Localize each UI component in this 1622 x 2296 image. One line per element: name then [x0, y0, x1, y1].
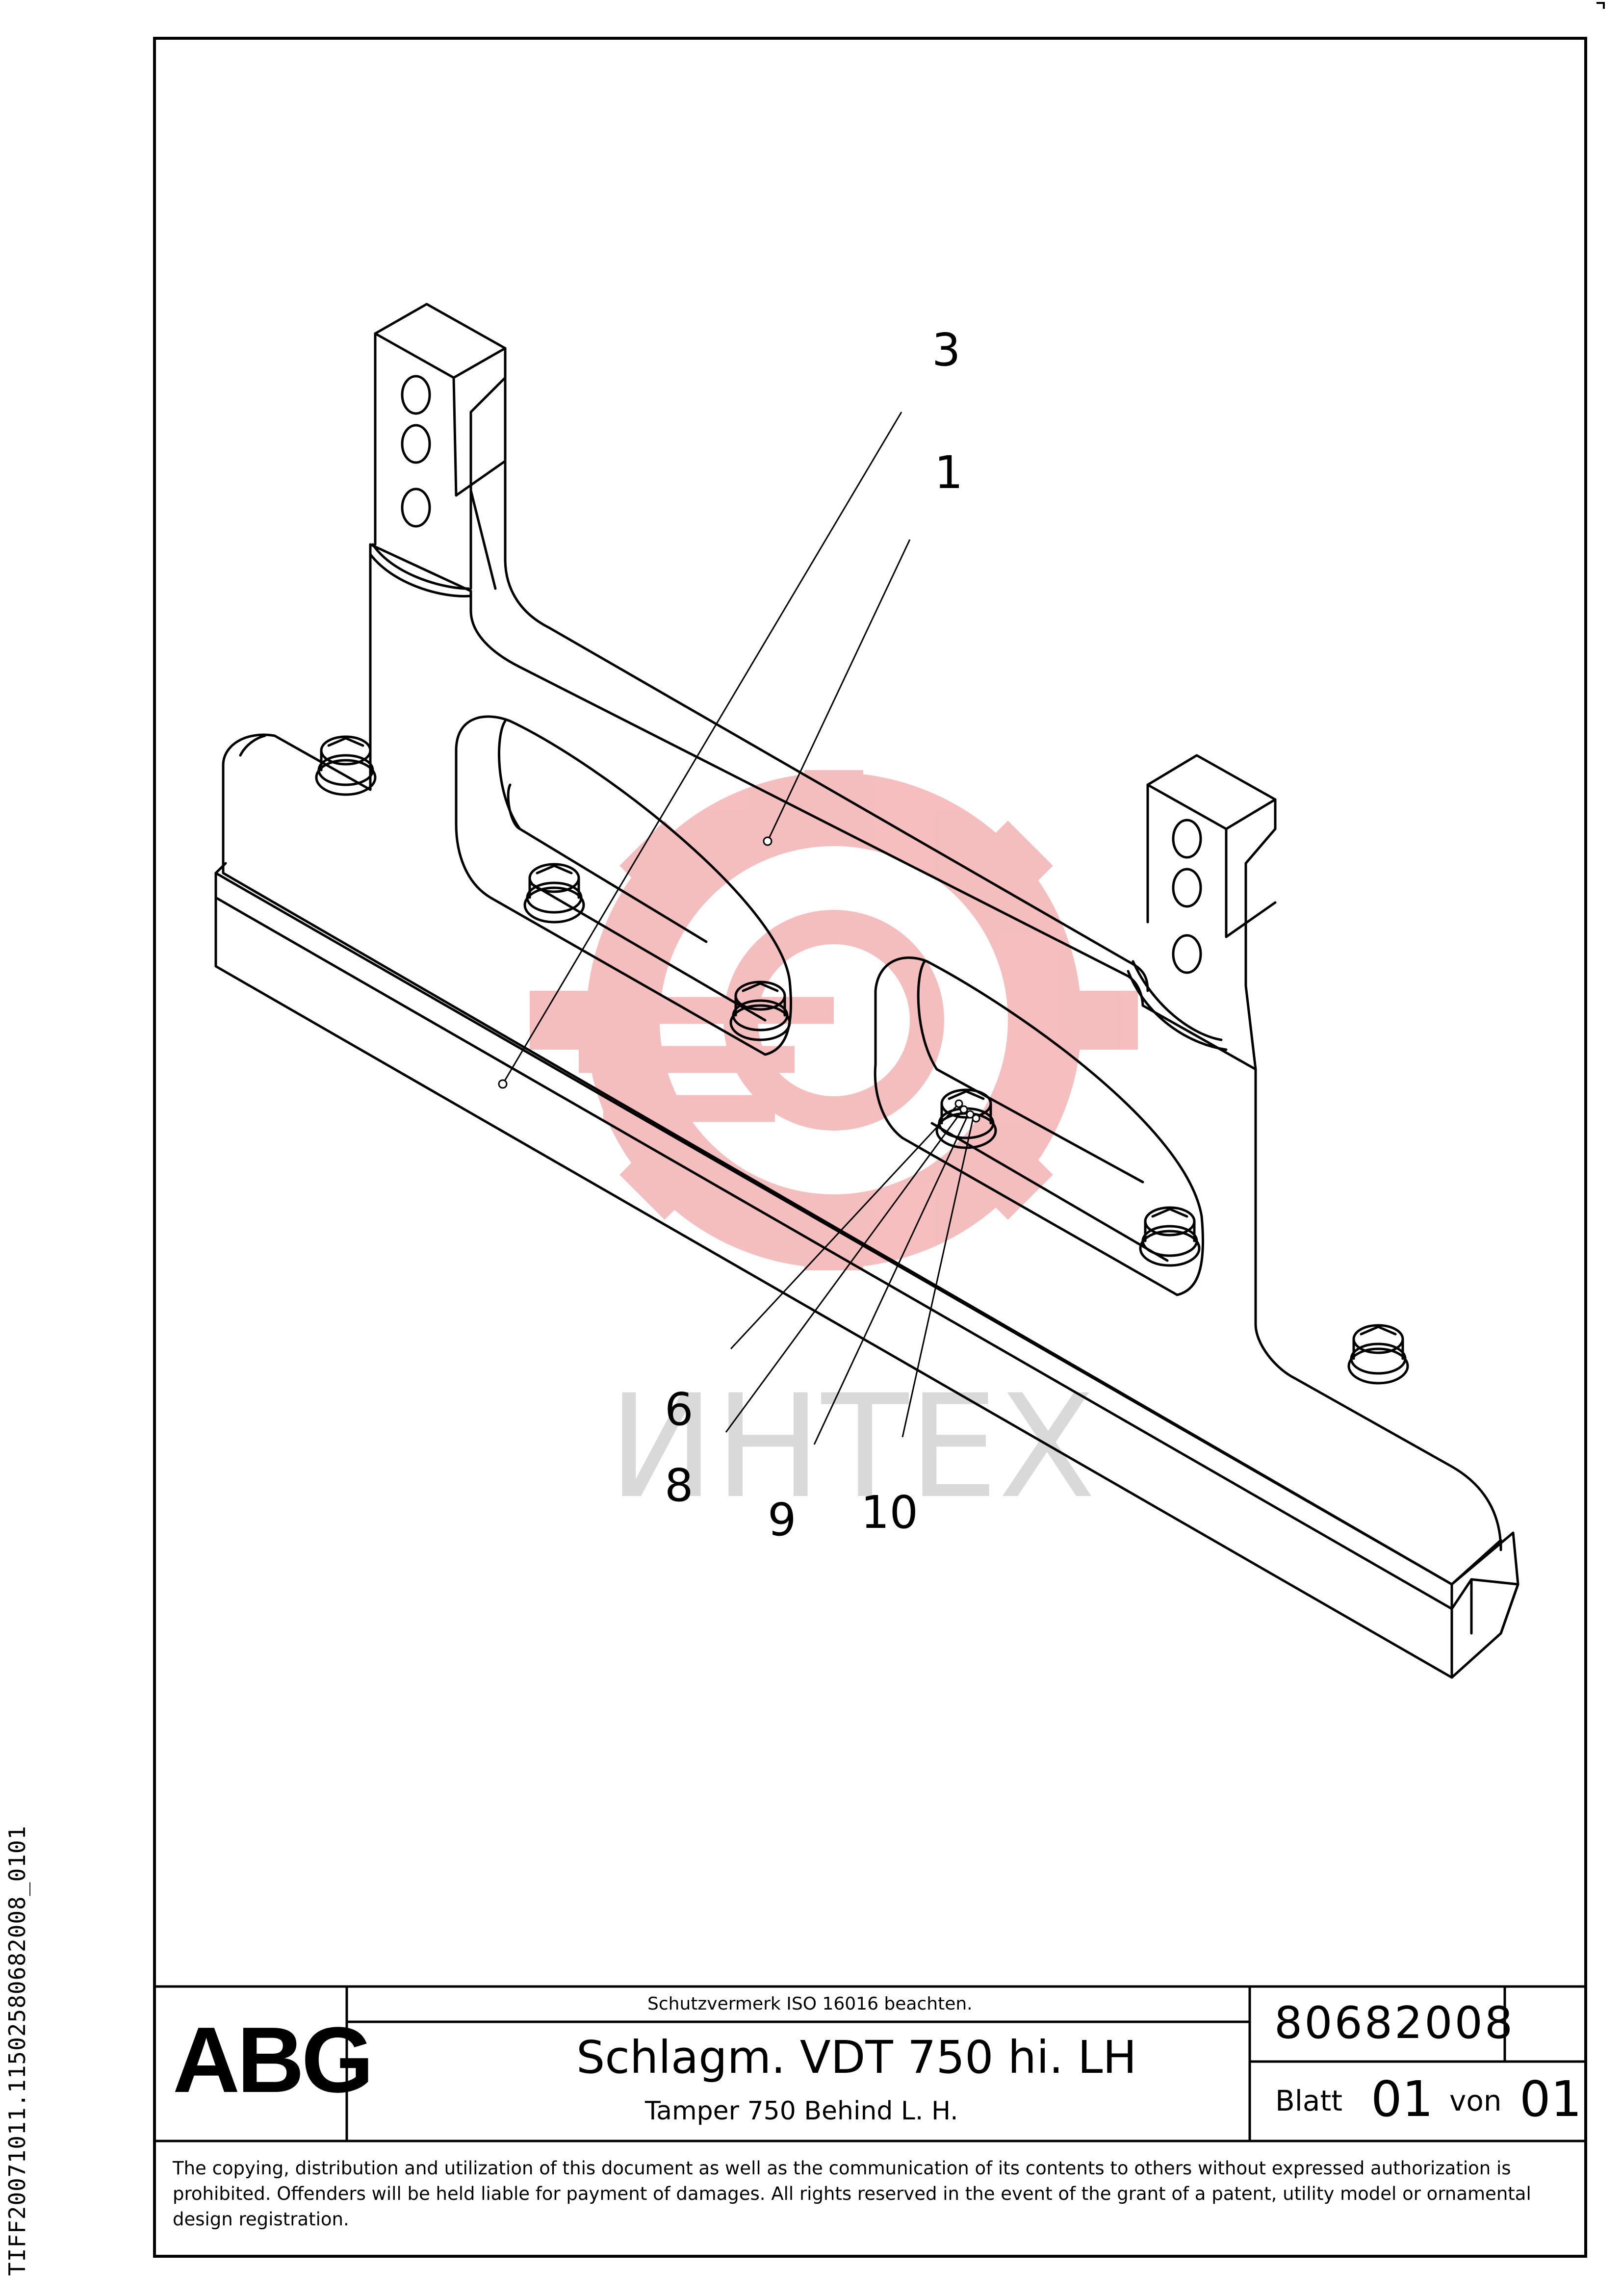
callout-9: 9	[768, 1494, 797, 1546]
sheet-total: 01	[1519, 2070, 1582, 2128]
bar-front-face	[214, 872, 1453, 1679]
bolt	[1347, 1324, 1409, 1385]
bolt	[729, 980, 791, 1041]
part-drawing	[214, 303, 1519, 1679]
drawing-subtitle: Tamper 750 Behind L. H.	[645, 2096, 958, 2126]
callout-6: 6	[665, 1383, 694, 1436]
copyright-notice: The copying, distribution and utilizatio…	[173, 2158, 1531, 2230]
slot-left	[455, 715, 792, 1056]
callout-1: 1	[934, 446, 963, 499]
leader-lines	[502, 412, 975, 1445]
drawing-title: Schlagm. VDT 750 hi. LH	[576, 2031, 1137, 2084]
title-block-grid	[154, 1985, 1586, 2142]
hole	[1172, 934, 1202, 974]
hole	[1172, 819, 1202, 859]
company-logo: ABG	[173, 2008, 374, 2112]
callout-8: 8	[665, 1459, 694, 1512]
hole	[401, 375, 431, 415]
bolt	[523, 863, 585, 924]
callout-10: 10	[861, 1486, 918, 1539]
leader-dots	[498, 836, 980, 1123]
side-file-code: TIFF20071011.115025806820​08_0101	[4, 1825, 30, 2276]
bolt	[1139, 1206, 1201, 1267]
corner-mark	[1596, 2, 1605, 9]
part-number: 80682008	[1274, 1997, 1515, 2049]
hole	[1172, 868, 1202, 908]
bolt	[315, 735, 377, 796]
of-label: von	[1449, 2084, 1502, 2117]
callout-3: 3	[932, 324, 961, 376]
hole	[401, 424, 431, 464]
watermark-gear	[530, 770, 1138, 1270]
drawing-frame	[153, 37, 1587, 2258]
watermark-text: ИНТЕХ	[608, 1365, 1096, 1530]
plate-outline	[222, 543, 1502, 1586]
hole	[401, 488, 431, 528]
sheet-number: 01	[1371, 2070, 1434, 2128]
protection-note: Schutzvermerk ISO 16016 beachten.	[647, 1994, 973, 2014]
sheet-label: Blatt	[1275, 2084, 1342, 2117]
